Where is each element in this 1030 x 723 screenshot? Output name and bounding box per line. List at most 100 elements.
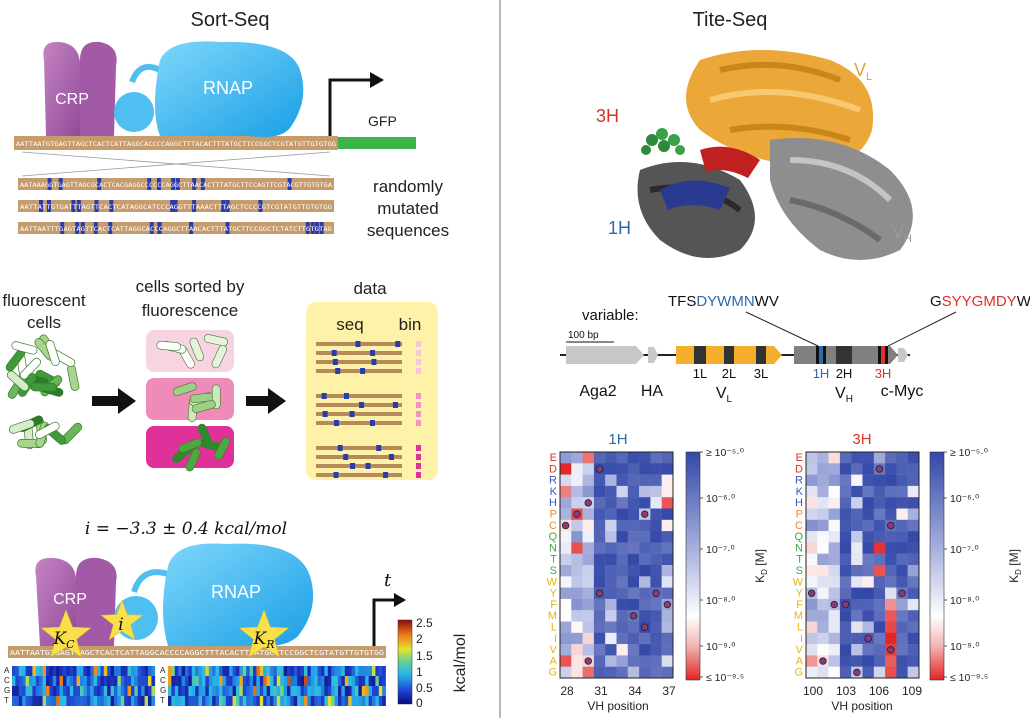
heatmap-cell: [650, 463, 662, 475]
cdr-2h: [836, 346, 852, 364]
energy-cell: [300, 686, 305, 696]
energy-cell: [32, 666, 37, 676]
energy-cell: [56, 696, 60, 706]
energy-cell: [229, 676, 233, 686]
heatmap-cell: [817, 452, 829, 464]
energy-cell: [148, 696, 152, 706]
heatmap-cell: [817, 632, 829, 645]
energy-cell: [321, 666, 325, 676]
heatmap-cell: [873, 576, 886, 588]
energy-cell: [242, 666, 247, 676]
energy-cell: [293, 686, 298, 696]
heatmap-cell: [851, 519, 863, 532]
tss-arrowhead: [370, 72, 384, 88]
heatmap-cell: [593, 666, 606, 679]
energy-cell: [202, 666, 206, 676]
star-i-icon: [100, 599, 144, 641]
titeseq-title: Tite-Seq: [693, 9, 768, 31]
heatmap-cell: [851, 621, 863, 633]
amino-acid-label: I: [800, 633, 803, 645]
heatmap-cell: [639, 610, 651, 622]
heatmap-cell: [907, 497, 920, 509]
amino-acid-label: T: [550, 554, 557, 566]
heatmap-cell: [885, 485, 897, 498]
energy-cell: [107, 666, 111, 676]
energy-cell: [212, 666, 216, 676]
heatmap-cell: [639, 644, 651, 656]
energy-cell: [232, 676, 237, 686]
heatmap-cell: [616, 452, 628, 464]
heatmap-cell: [605, 621, 617, 633]
heatmap-cell: [571, 565, 583, 577]
heatmap-cell: [806, 519, 818, 532]
kr-label: KR: [253, 629, 275, 651]
ha-label: HA: [641, 383, 664, 400]
heatmap-cell: [873, 644, 886, 656]
energy-cell: [110, 666, 115, 676]
energy-cell: [304, 666, 308, 676]
energy-cell: [297, 686, 301, 696]
kcal-colorbar-label: kcal/mol: [452, 634, 469, 693]
energy-cell: [276, 666, 281, 676]
heatmap-cell: [593, 531, 606, 543]
heatmap-cell: [873, 598, 886, 611]
heatmap-cell: [650, 621, 662, 633]
heatmap-cell: [582, 632, 595, 645]
heatmap-cell: [627, 565, 640, 577]
heatmap-cell: [582, 576, 595, 588]
heatmap-cell: [571, 485, 583, 498]
heatmap-cell: [627, 576, 640, 588]
energy-cell: [280, 666, 284, 676]
kd-tick-label: ≤ 10⁻⁹·⁵: [706, 672, 744, 684]
data-mutation-mark: [332, 359, 338, 365]
sorted-cell-icon: [178, 438, 202, 453]
heatmap-cell: [650, 610, 662, 622]
energy-cell: [348, 666, 352, 676]
heatmap-frame: [805, 451, 920, 679]
energy-cell: [324, 696, 329, 706]
energy-cell: [287, 676, 291, 686]
heatmap-3h-xtick-0: 100: [803, 684, 823, 698]
matrix1-base-g: G: [4, 686, 10, 695]
heatmap-cell: [560, 508, 572, 520]
energy-cell: [317, 686, 322, 696]
energy-cell: [331, 696, 335, 706]
energy-cell: [148, 686, 152, 696]
kd-colorbar-3h: [929, 451, 945, 681]
heatmap-cell: [839, 587, 852, 600]
heatmap-cell: [560, 576, 572, 588]
energy-cell: [195, 686, 199, 696]
energy-cell: [365, 696, 369, 706]
heatmap-cell: [571, 621, 583, 633]
mutation-mark: [192, 200, 197, 212]
heatmap-cell: [907, 666, 920, 679]
heatmap-cell: [582, 621, 595, 633]
energy-cell: [59, 696, 64, 706]
energy-cell: [29, 666, 33, 676]
energy-cell: [378, 676, 383, 686]
energy-cell: [365, 676, 369, 686]
energy-cell: [253, 686, 257, 696]
data-mutation-mark: [369, 420, 375, 426]
data-seq-row: [316, 421, 402, 425]
seg-2h: 2H: [836, 366, 853, 381]
amino-acid-label: P: [796, 509, 803, 521]
data-mutation-mark: [333, 420, 339, 426]
heatmap-cell: [896, 542, 908, 554]
heatmap-cell: [560, 587, 572, 600]
energy-cell: [131, 696, 135, 706]
amino-acid-label: D: [549, 463, 557, 475]
energy-cell: [185, 686, 189, 696]
heatmap-cell: [885, 531, 897, 543]
sorted-cell-icon: [156, 340, 181, 351]
energy-cell: [287, 686, 291, 696]
heatmap-cell: [605, 666, 617, 679]
wildtype-marker: [561, 521, 570, 530]
heatmap-cell: [639, 553, 651, 566]
energy-cell: [225, 686, 230, 696]
heatmap-cell: [817, 576, 829, 588]
heatmap-cell: [839, 497, 852, 509]
heatmap-cell: [582, 587, 595, 600]
energy-cell: [372, 696, 376, 706]
rnap-protein: RNAP: [114, 41, 304, 137]
